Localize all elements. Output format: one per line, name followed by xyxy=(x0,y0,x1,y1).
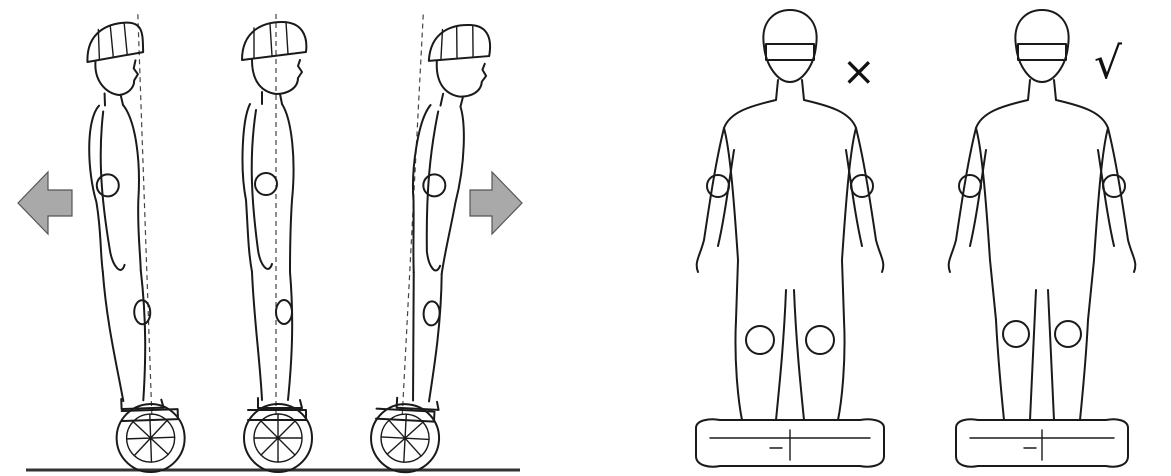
rider-figure-upright xyxy=(242,14,312,472)
side-view-illustration xyxy=(0,0,540,476)
front-view-panel: × √ xyxy=(660,0,1171,476)
right-arrow-icon xyxy=(470,172,522,234)
side-view-panel xyxy=(0,0,540,476)
incorrect-mark: × xyxy=(842,52,876,92)
rider-figure-leaning-forward xyxy=(369,13,491,476)
correct-mark: √ xyxy=(1094,42,1122,86)
left-arrow-icon xyxy=(18,172,72,234)
rider-figure-leaning-back xyxy=(84,13,185,474)
